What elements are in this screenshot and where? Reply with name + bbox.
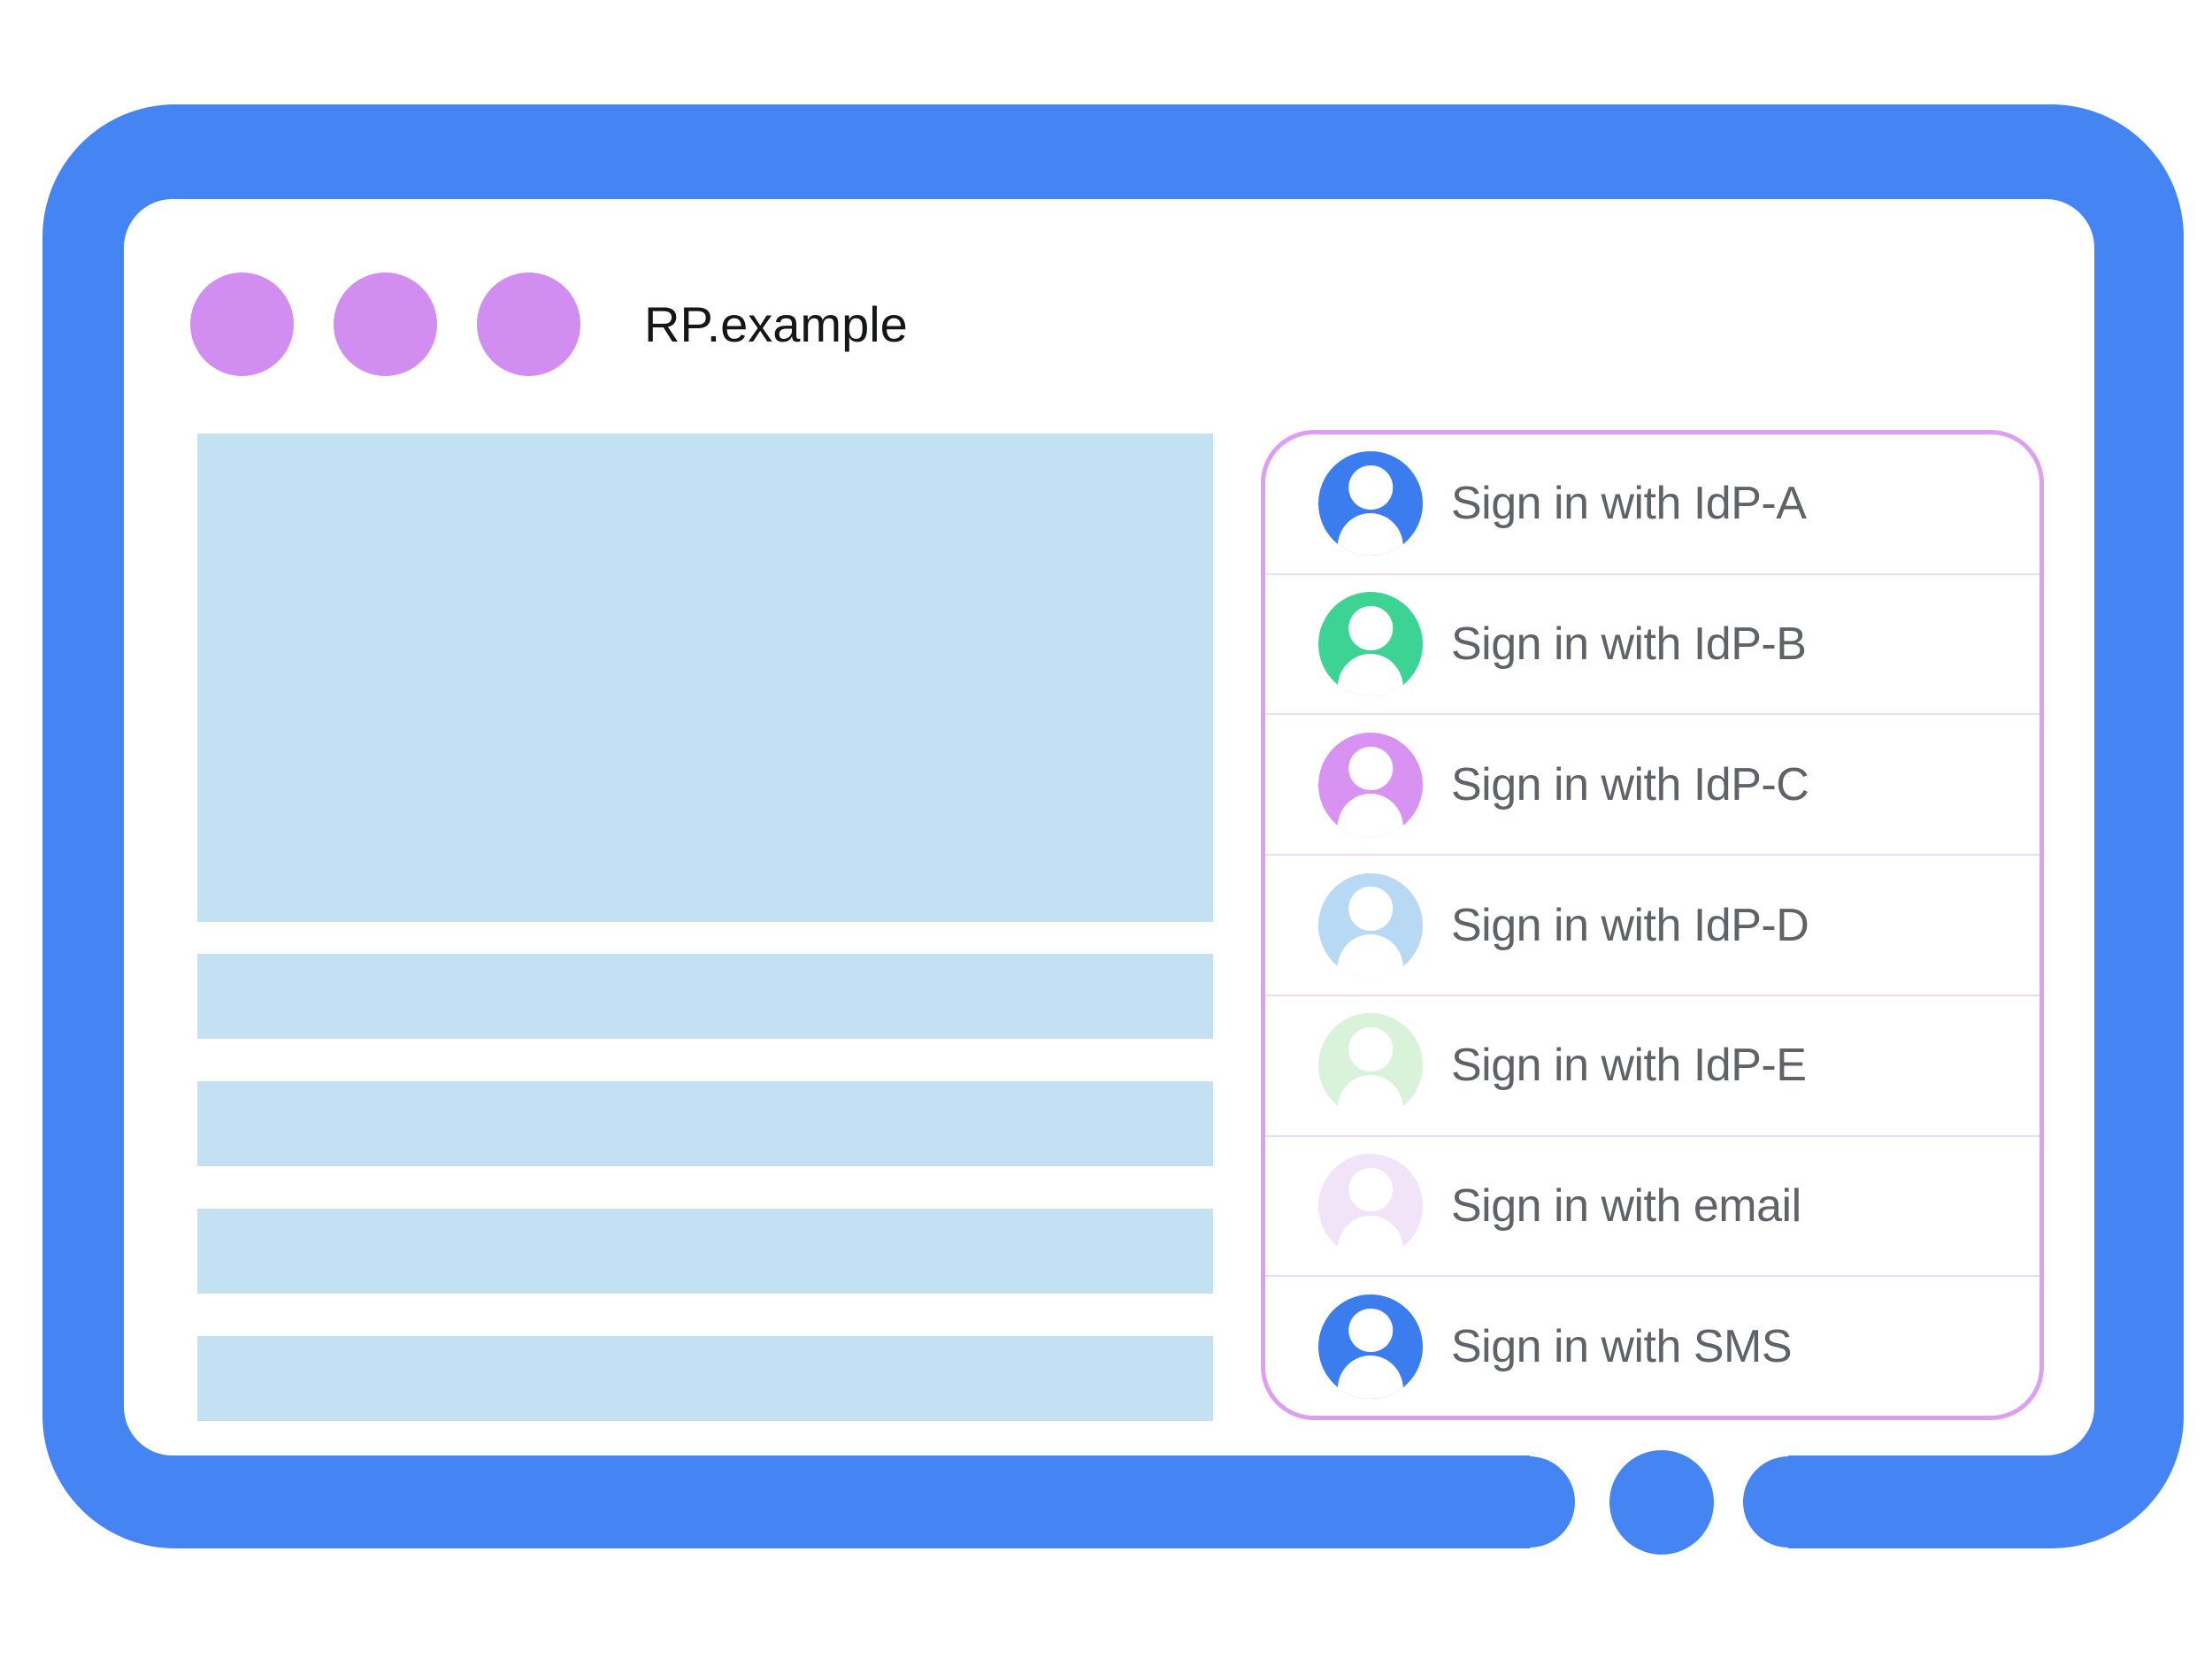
signin-option-label: Sign in with IdP-A (1451, 478, 1807, 530)
row-divider (1265, 1134, 2039, 1137)
user-avatar-icon (1318, 592, 1423, 697)
hero-placeholder (197, 434, 1213, 922)
row-divider (1265, 994, 2039, 996)
row-divider (1265, 572, 2039, 575)
signin-option-label: Sign in with SMS (1451, 1320, 1793, 1372)
signin-option-idp-d[interactable]: Sign in with IdP-D (1265, 856, 2039, 995)
user-avatar-icon (1318, 732, 1423, 837)
signin-option-idp-a[interactable]: Sign in with IdP-A (1265, 434, 2039, 573)
signin-panel: Sign in with IdP-A Sign in with IdP-B Si… (1261, 430, 2044, 1420)
signin-option-label: Sign in with IdP-D (1451, 899, 1809, 951)
signin-option-idp-c[interactable]: Sign in with IdP-C (1265, 715, 2039, 854)
user-avatar-icon (1318, 451, 1423, 557)
site-title: RP.example (644, 296, 908, 352)
row-divider (1265, 1275, 2039, 1278)
user-avatar-icon (1318, 1153, 1423, 1258)
window-control-dot-icon[interactable] (190, 273, 294, 376)
signin-option-idp-b[interactable]: Sign in with IdP-B (1265, 575, 2039, 714)
signin-option-sms[interactable]: Sign in with SMS (1265, 1277, 2039, 1416)
window-control-dot-icon[interactable] (334, 273, 437, 376)
user-avatar-icon (1318, 1013, 1423, 1118)
row-divider (1265, 854, 2039, 856)
user-avatar-icon (1318, 872, 1423, 978)
frame-bottom-right-cap (1743, 1456, 1879, 1548)
signin-option-label: Sign in with IdP-E (1451, 1040, 1807, 1092)
row-divider (1265, 713, 2039, 716)
text-line-placeholder (197, 954, 1213, 1039)
window-control-dot-icon[interactable] (477, 273, 580, 376)
home-button[interactable] (1609, 1450, 1714, 1555)
signin-option-label: Sign in with email (1451, 1179, 1801, 1232)
user-avatar-icon (1318, 1294, 1423, 1399)
signin-option-email[interactable]: Sign in with email (1265, 1137, 2039, 1276)
text-line-placeholder (197, 1081, 1213, 1166)
signin-option-idp-e[interactable]: Sign in with IdP-E (1265, 996, 2039, 1135)
frame-bottom-left-cap (1439, 1456, 1575, 1548)
signin-option-label: Sign in with IdP-B (1451, 618, 1807, 671)
text-line-placeholder (197, 1209, 1213, 1294)
text-line-placeholder (197, 1336, 1213, 1421)
signin-option-label: Sign in with IdP-C (1451, 758, 1809, 810)
